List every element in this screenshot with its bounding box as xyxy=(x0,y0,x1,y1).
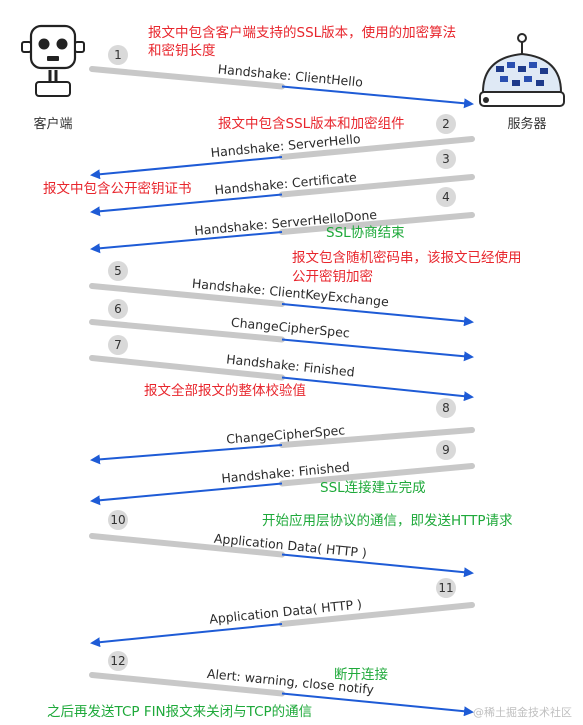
note-step9: SSL连接建立完成 xyxy=(320,479,426,496)
note-step1-line2: 和密钥长度 xyxy=(148,42,216,59)
step-2-badge xyxy=(436,114,456,134)
step-4-badge xyxy=(436,187,456,207)
step-9-tail xyxy=(279,463,475,487)
server-label: 服务器 xyxy=(507,116,546,132)
step-8-tail xyxy=(279,427,475,448)
step-4-number: 4 xyxy=(442,190,450,204)
robot-face-icon xyxy=(21,24,85,97)
step-6-tail xyxy=(89,319,285,343)
step-6-arrow xyxy=(281,338,474,362)
step-12-badge xyxy=(108,651,128,671)
step-6-badge xyxy=(108,299,128,319)
note-step5-line2: 公开密钥加密 xyxy=(292,268,373,285)
step-10-arrow xyxy=(281,553,474,578)
note-step12-a: 断开连接 xyxy=(334,666,388,683)
client-label: 客户端 xyxy=(33,116,72,132)
step-9-arrow xyxy=(90,482,283,506)
step-1-tail xyxy=(89,66,285,90)
step-7-arrow xyxy=(281,376,474,402)
step-11-arrow xyxy=(90,623,283,648)
note-step12-b: 之后再发送TCP FIN报文来关闭与TCP的通信 xyxy=(47,704,312,720)
step-1-number: 1 xyxy=(114,48,122,62)
note-step4: SSL协商结束 xyxy=(326,225,405,241)
step-12-number: 12 xyxy=(110,654,125,668)
step-10-number: 10 xyxy=(110,513,125,527)
step-5-tail xyxy=(89,283,285,307)
step-11-tail xyxy=(279,602,475,627)
step-3-arrow xyxy=(90,193,283,217)
step-11: Application Data( HTTP )11 xyxy=(90,578,475,648)
note-step2: 报文中包含SSL版本和加密组件 xyxy=(218,115,405,132)
step-12-arrow xyxy=(281,692,474,717)
step-2-number: 2 xyxy=(442,117,450,131)
step-2-tail xyxy=(279,136,475,160)
step-1-badge xyxy=(108,45,128,65)
note-step10: 开始应用层协议的通信，即发送HTTP请求 xyxy=(262,512,513,529)
step-7-badge xyxy=(108,335,128,355)
step-3-badge xyxy=(436,149,456,169)
step-9-number: 9 xyxy=(442,443,450,457)
server-robot-icon xyxy=(479,33,565,107)
step-10-badge xyxy=(108,510,128,530)
step-7-number: 7 xyxy=(114,338,122,352)
step-2-arrow xyxy=(90,156,283,180)
step-8-badge xyxy=(436,398,456,418)
step-5-arrow xyxy=(281,303,474,327)
step-3-tail xyxy=(279,174,475,198)
step-10-tail xyxy=(89,533,285,558)
step-6-number: 6 xyxy=(114,302,122,316)
step-8-number: 8 xyxy=(442,401,450,415)
step-11-number: 11 xyxy=(438,581,453,595)
step-1-arrow xyxy=(281,85,474,109)
note-step3: 报文中包含公开密钥证书 xyxy=(43,180,192,197)
note-step7: 报文全部报文的整体校验值 xyxy=(144,382,306,399)
note-step5-line1: 报文包含随机密码串，该报文已经使用 xyxy=(292,249,522,266)
step-11-badge xyxy=(436,578,456,598)
step-12-tail xyxy=(89,672,285,697)
step-5-badge xyxy=(108,261,128,281)
step-7-tail xyxy=(89,355,285,381)
step-4-arrow xyxy=(90,231,283,254)
step-8-arrow xyxy=(90,444,283,465)
note-step1-line1: 报文中包含客户端支持的SSL版本，使用的加密算法 xyxy=(148,24,456,41)
watermark: @稀土掘金技术社区 xyxy=(473,705,572,719)
step-9-badge xyxy=(436,440,456,460)
step-4-tail xyxy=(279,212,475,235)
step-5-number: 5 xyxy=(114,264,122,278)
step-3-number: 3 xyxy=(442,152,450,166)
